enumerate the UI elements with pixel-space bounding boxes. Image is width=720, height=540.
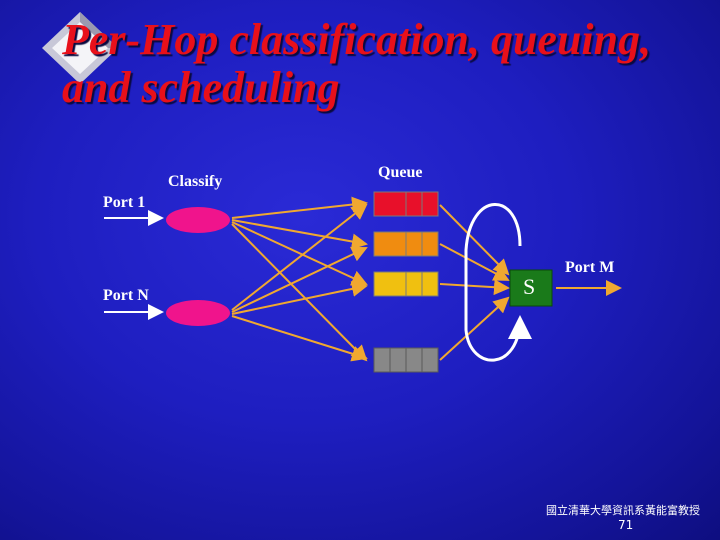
classify-label: Classify (168, 173, 223, 190)
classifier-port-1 (166, 207, 230, 233)
queue-label: Queue (378, 164, 423, 181)
diamond-logo-icon (42, 12, 118, 84)
queue-2 (373, 231, 439, 257)
port-m-label: Port M (565, 259, 615, 276)
port-n-label: Port N (103, 287, 149, 304)
scheduler-label: S (523, 274, 536, 299)
scheduler-loop-arrow (464, 203, 532, 362)
queue-to-scheduler-arrows (439, 204, 510, 361)
classifier-port-n (166, 300, 230, 326)
queue-4 (373, 347, 439, 373)
scheduler-box (509, 269, 553, 307)
queue-1 (373, 191, 439, 217)
footer-organization: 國立清華大學資訊系黃能富教授 (546, 504, 700, 517)
page-number: 71 (618, 518, 634, 532)
slide-title: Per-Hop classification, queuing, and sch… (62, 15, 652, 112)
queue-3 (373, 271, 439, 297)
port-1-label: Port 1 (103, 194, 146, 211)
classify-to-queue-arrows (231, 196, 368, 362)
